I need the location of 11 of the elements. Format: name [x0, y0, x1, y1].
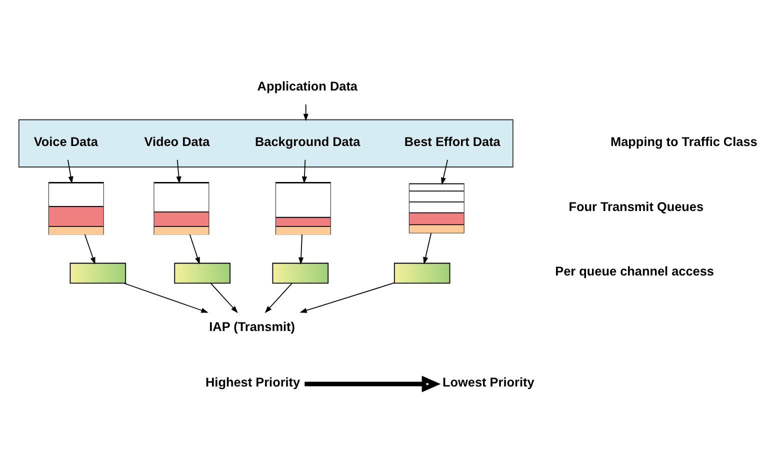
label: Per queue channel access: [555, 263, 714, 278]
node-text: Highest Priority: [206, 374, 300, 389]
node-text: Video Data: [144, 133, 210, 148]
label: Four Transmit Queues: [568, 198, 704, 214]
node-text: Best Effort Data: [404, 133, 500, 148]
node-text: Lowest Priority: [442, 374, 534, 389]
node-text: Voice Data: [34, 133, 98, 148]
node-text: IAP (Transmit): [209, 318, 296, 334]
node-text: Background Data: [255, 133, 360, 148]
node-text: Application Data: [257, 78, 358, 93]
label: Mapping to Traffic Class: [610, 133, 758, 148]
